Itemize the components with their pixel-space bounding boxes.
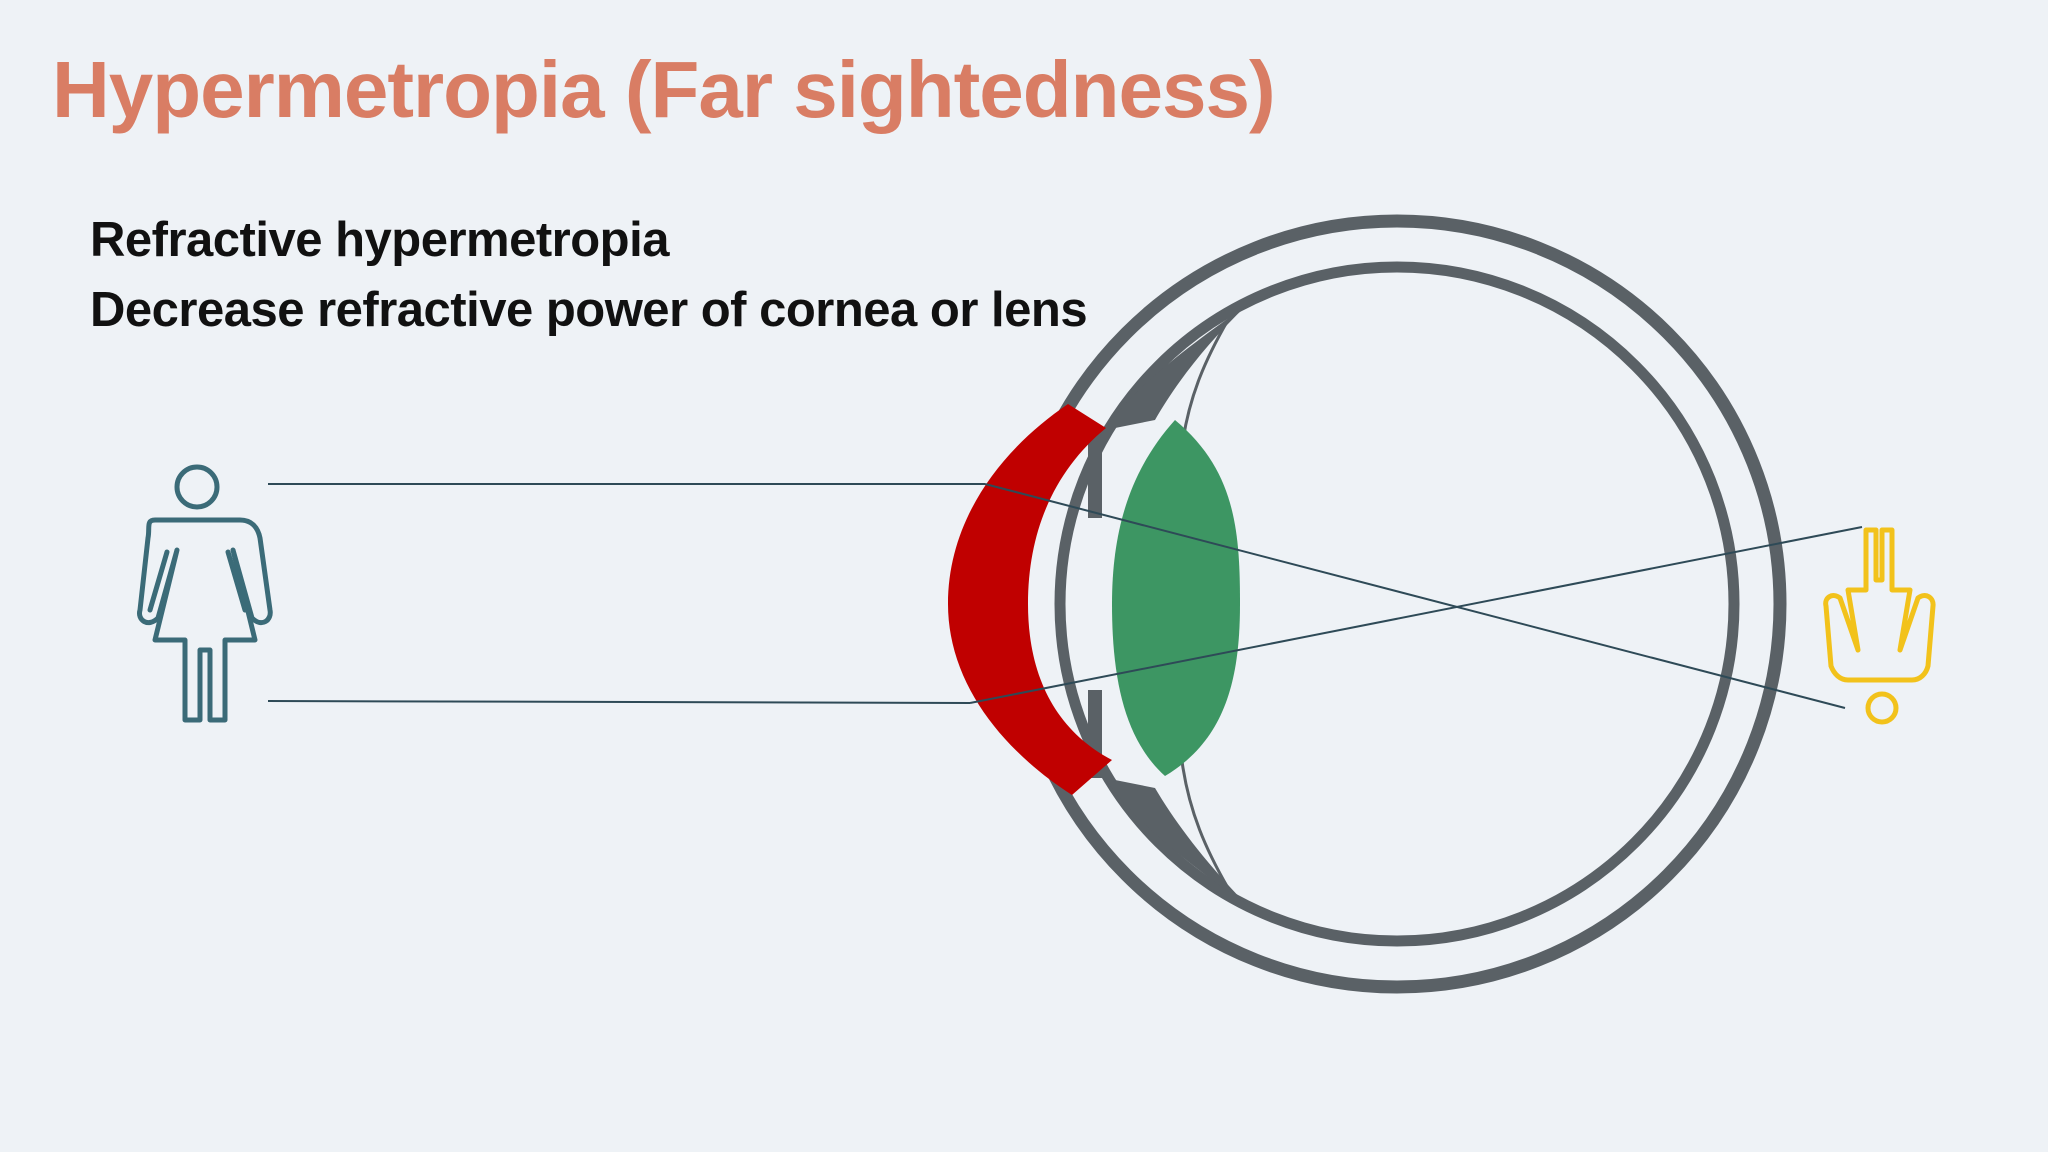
eyeball-inner-wall [1054,261,1740,947]
person-inverted-icon [1823,527,1936,725]
subtitle-line-refractive: Refractive hypermetropia [90,213,669,267]
subtitle-line-decrease-power: Decrease refractive power of cornea or l… [90,283,1088,337]
lens [1112,420,1240,776]
ray-upper-refracted [984,483,1846,709]
iris-upper [1105,305,1247,430]
ray-lower-incoming [267,700,971,704]
iris-stem-upper [1088,430,1102,518]
ray-lower-refracted [969,526,1863,704]
light-rays [267,483,1863,709]
cornea [948,404,1112,795]
subtitle-block: Refractive hypermetropia Decrease refrac… [90,205,1088,345]
person-standing-icon [137,464,273,723]
iris-lower [1105,778,1247,905]
page-title: Hypermetropia (Far sightedness) [52,45,1276,134]
